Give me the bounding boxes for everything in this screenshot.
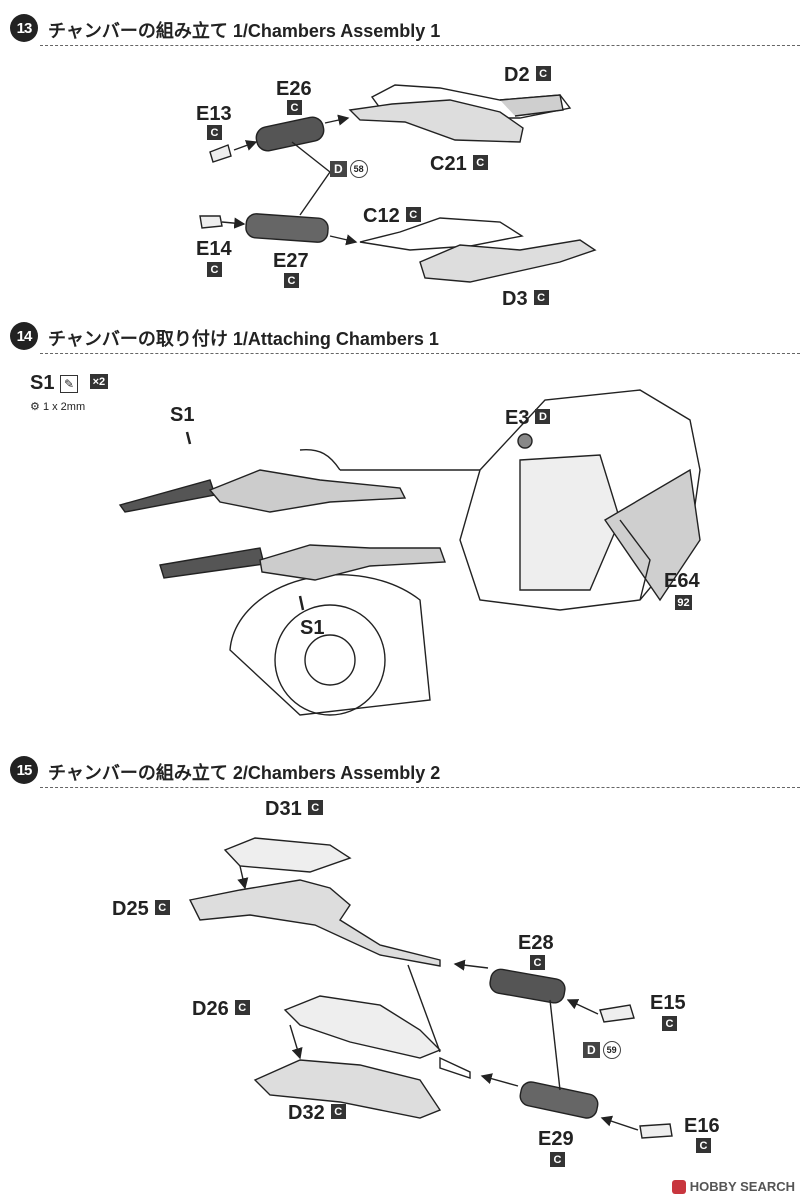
step-15-number: 15 — [10, 756, 38, 784]
sprue-badge: C — [550, 1152, 565, 1167]
chamber-upper-13 — [348, 84, 572, 143]
step-15-header: 15 チャンバーの組み立て 2/Chambers Assembly 2 — [10, 756, 800, 790]
part-label: E16 — [684, 1115, 720, 1137]
sprue-badge: C — [533, 290, 549, 306]
step-13-header: 13 チャンバーの組み立て 1/Chambers Assembly 1 — [10, 14, 800, 48]
part-label: E28 — [518, 932, 554, 954]
divider — [40, 353, 800, 354]
paint-letter: D — [583, 1042, 600, 1058]
chamber-lower-15 — [253, 964, 673, 1139]
sprue-badge: C — [307, 800, 323, 816]
sprue-badge: C — [234, 1000, 250, 1016]
sprue-badge: C — [696, 1138, 711, 1153]
sprue-badge: C — [330, 1104, 346, 1120]
paint-letter: D — [330, 161, 347, 177]
chamber-upper-15 — [188, 837, 635, 1023]
step-14-header: 14 チャンバーの取り付け 1/Attaching Chambers 1 — [10, 322, 800, 356]
screwdriver-icon: ✎ — [60, 374, 79, 393]
part-label: E13 — [196, 103, 232, 125]
divider — [40, 787, 800, 788]
step-13-title: チャンバーの組み立て 1/Chambers Assembly 1 — [48, 21, 441, 41]
part-label: E26 — [276, 78, 312, 100]
sprue-badge: C — [662, 1016, 677, 1031]
sprue-badge: C — [287, 100, 302, 115]
sprue-badge: C — [154, 900, 170, 916]
screw-size-note: ⚙ 1 x 2mm — [30, 401, 86, 413]
motorcycle-frame-14 — [229, 389, 701, 716]
step-13-number: 13 — [10, 14, 38, 42]
divider — [40, 45, 800, 46]
paint-callout: D 59 — [583, 1041, 621, 1059]
part-label: S1 — [300, 617, 325, 639]
watermark: HOBBY SEARCH — [671, 1179, 795, 1194]
screw-icon: ⚙ — [30, 401, 40, 413]
sprue-badge: 92 — [675, 595, 692, 610]
chambers-14 — [118, 431, 651, 611]
sprue-badge: C — [405, 207, 421, 223]
muffler-lower-13 — [199, 141, 358, 246]
screw-label: S1 ✎ ×2 — [30, 372, 109, 395]
paint-callout: D 58 — [330, 160, 368, 178]
step-14-number: 14 — [10, 322, 38, 350]
sprue-badge: C — [530, 955, 545, 970]
sprue-badge: C — [207, 125, 222, 140]
part-label: E64 — [664, 570, 700, 592]
part-label: E14 — [196, 238, 232, 260]
sprue-badge: C — [535, 66, 551, 82]
chamber-lower-13 — [359, 217, 597, 283]
part-label: S1 — [170, 404, 195, 426]
part-label: E27 — [273, 250, 309, 272]
brand-logo-icon — [671, 1179, 686, 1194]
screw-count: ×2 — [89, 374, 109, 390]
step-14-title: チャンバーの取り付け 1/Attaching Chambers 1 — [48, 329, 439, 349]
part-label: E15 — [650, 992, 686, 1014]
sprue-badge: C — [284, 273, 299, 288]
part-label: E29 — [538, 1128, 574, 1150]
sprue-badge: C — [472, 155, 488, 171]
paint-number: 58 — [349, 160, 368, 178]
step-15-title: チャンバーの組み立て 2/Chambers Assembly 2 — [48, 763, 441, 783]
sprue-badge: D — [535, 409, 551, 425]
sprue-badge: C — [207, 262, 222, 277]
paint-number: 59 — [602, 1041, 621, 1059]
muffler-upper-13 — [209, 114, 350, 163]
